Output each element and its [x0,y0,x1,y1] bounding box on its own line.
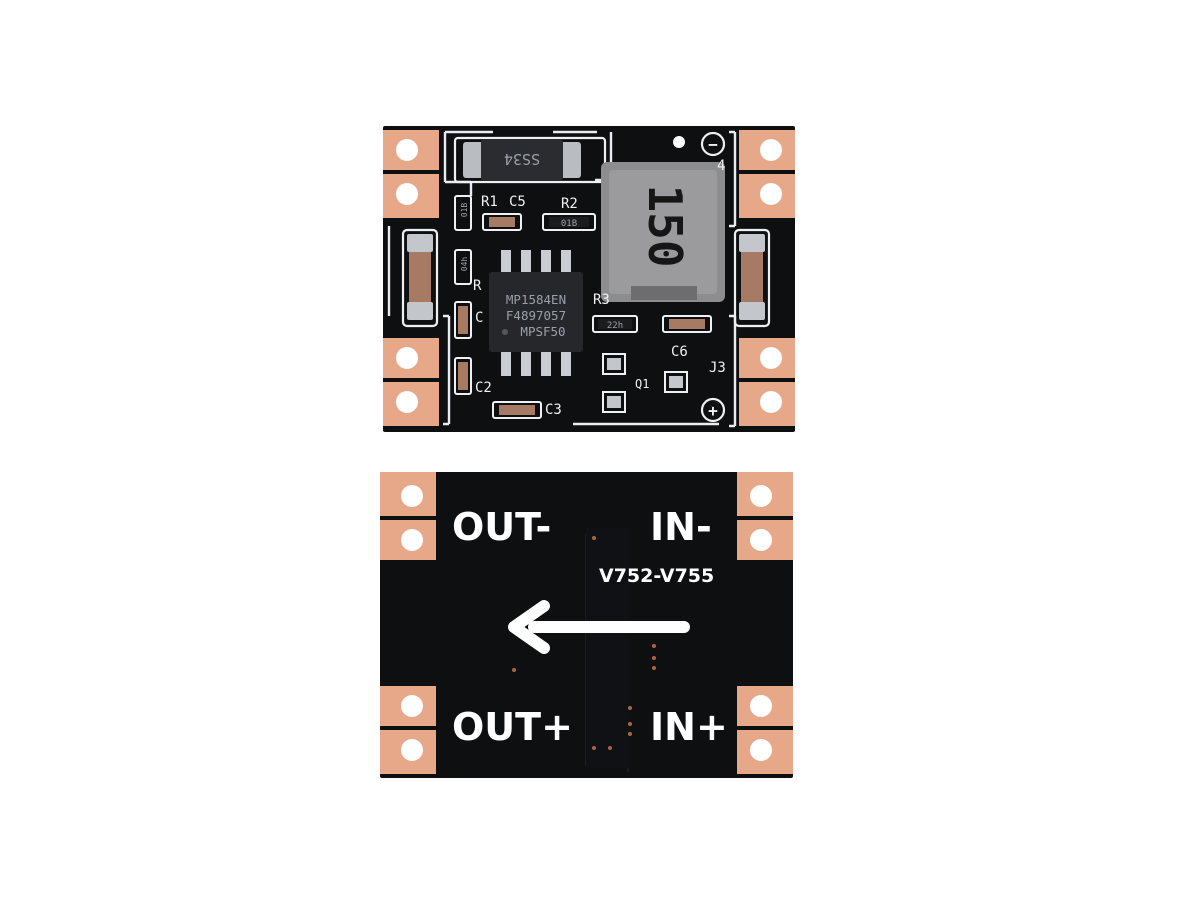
label-out-minus: OUT- [452,505,551,549]
label-r1: R1 [481,194,498,210]
mounting-dot [673,136,685,148]
r3-marking: 22h [607,321,623,331]
side-capacitors [401,228,771,328]
bottom-right-pads [737,472,793,774]
left-pads [383,130,439,426]
label-c-left: C [475,310,483,326]
minus-mark: − [708,135,718,154]
chip-line-1: MP1584EN [506,292,566,307]
diode-marking: SS34 [504,150,540,168]
inductor-marking: 150 [638,184,692,267]
label-j3: J3 [709,360,726,376]
label-c6: C6 [671,344,688,360]
label-c5: C5 [509,194,526,210]
label-j4: 4 [717,158,725,174]
label-c2: C2 [475,380,492,396]
label-in-minus: IN- [650,505,712,549]
pcb-top-view: SS34 150 MP1584EN F4897057 MPSF50 [383,126,795,432]
bottom-left-pads [380,472,436,774]
ic-mp1584en: MP1584EN F4897057 MPSF50 [489,250,583,376]
label-r-left: R [473,278,482,294]
r-side-marking: 04h [460,257,469,272]
direction-arrow-left [508,600,690,654]
label-r2: R2 [561,196,578,212]
chip-line-2: F4897057 [506,308,566,323]
chip-line-3: MPSF50 [520,324,565,339]
label-in-plus: IN+ [650,705,728,749]
r1-marking: 01B [460,203,469,218]
right-pads [739,130,795,426]
model-number: V752-V755 [599,565,714,587]
label-r3: R3 [593,292,610,308]
diode-ss34: SS34 [453,136,607,184]
pcb-bottom-view: OUT- IN- OUT+ IN+ V752-V755 [380,472,793,778]
vias [512,536,656,750]
label-c3: C3 [545,402,562,418]
r2-marking: 01B [561,219,577,229]
label-q1: Q1 [635,377,649,391]
inductor-150: 150 [601,162,725,302]
smd-components: 01B 01B 04h 22h [454,195,712,419]
label-out-plus: OUT+ [452,705,573,749]
plus-mark: + [708,401,718,420]
q1-pads [602,353,688,413]
